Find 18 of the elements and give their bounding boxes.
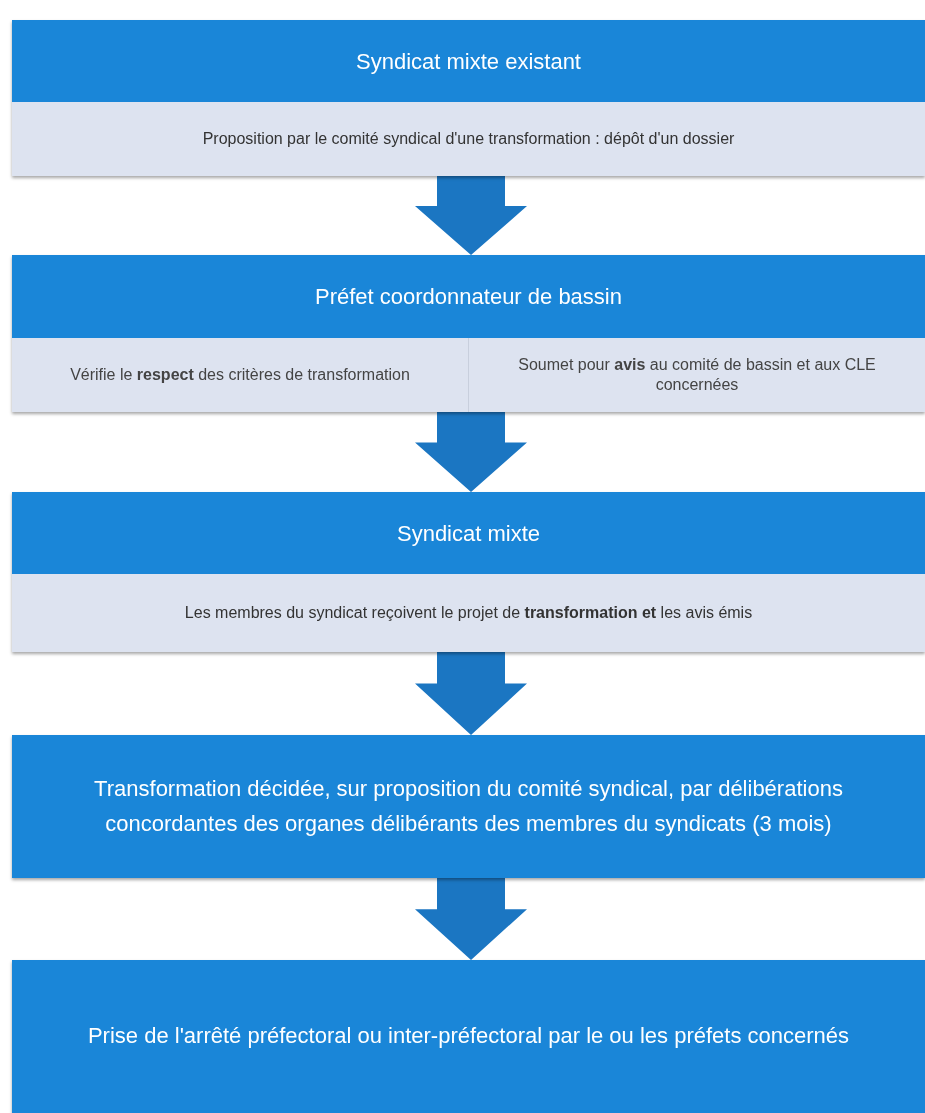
block-arrow xyxy=(415,878,527,960)
box-text: Prise de l'arrêté préfectoral ou inter-préfectoral par le ou les préfets concernés xyxy=(87,1022,850,1051)
box-heading: Préfet coordonnateur de bassin xyxy=(315,283,622,311)
block-arrow xyxy=(415,412,527,492)
box-text: Soumet pour avis au comité de bassin et aux CLE concernées xyxy=(517,355,877,395)
box-text: Proposition par le comité syndical d'une transformation : dépôt d'un dossier xyxy=(202,129,735,149)
process-box xyxy=(12,20,925,176)
box-heading: Syndicat mixte xyxy=(396,519,541,548)
box-text: Vérifie le respect des critères de transformation xyxy=(70,365,410,385)
box-text: Transformation décidée, sur proposition du comité syndical, par délibérations concordantes des organes délibérants des membres du syndicats (3 mois) xyxy=(93,775,844,838)
box-heading: Syndicat mixte existant xyxy=(356,47,581,76)
process-box xyxy=(12,735,925,878)
process-box xyxy=(12,255,925,412)
block-arrow xyxy=(415,176,527,255)
box-text: Les membres du syndicat reçoivent le projet de transformation et les avis émis xyxy=(184,603,753,623)
process-box xyxy=(12,960,925,1113)
process-box xyxy=(12,492,925,652)
block-arrow xyxy=(415,652,527,735)
